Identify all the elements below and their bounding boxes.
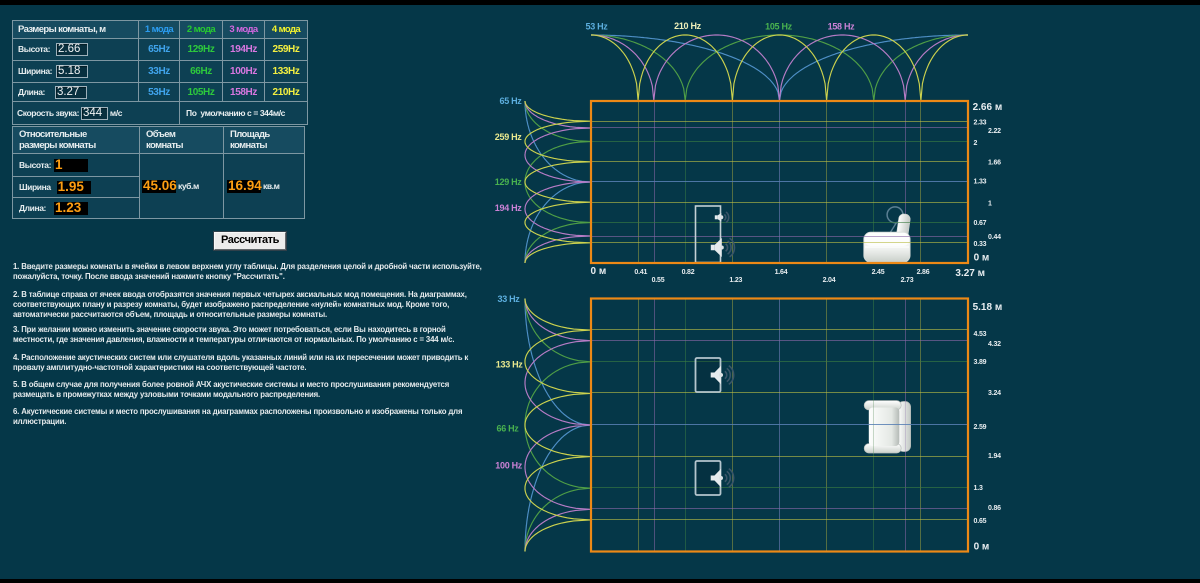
svg-text:2.04: 2.04 <box>823 277 836 284</box>
svg-text:0 м: 0 м <box>974 541 990 552</box>
svg-text:1.33: 1.33 <box>974 179 987 186</box>
svg-text:33 Hz: 33 Hz <box>497 294 520 304</box>
svg-text:158 Hz: 158 Hz <box>828 22 856 32</box>
svg-text:133 Hz: 133 Hz <box>496 360 524 370</box>
svg-text:2.33: 2.33 <box>974 119 987 126</box>
svg-text:1.94: 1.94 <box>988 453 1001 460</box>
svg-text:0.33: 0.33 <box>974 241 987 248</box>
svg-text:2.22: 2.22 <box>988 128 1001 135</box>
svg-text:0.41: 0.41 <box>634 269 647 276</box>
svg-text:65 Hz: 65 Hz <box>499 96 522 106</box>
svg-text:0.86: 0.86 <box>988 505 1001 512</box>
svg-text:2.66 м: 2.66 м <box>973 102 1003 113</box>
svg-text:0 м: 0 м <box>974 252 990 263</box>
svg-text:1: 1 <box>988 201 992 208</box>
svg-text:66 Hz: 66 Hz <box>496 424 519 434</box>
svg-text:3.89: 3.89 <box>974 359 987 366</box>
svg-text:0 м: 0 м <box>591 266 607 277</box>
svg-text:2.45: 2.45 <box>872 269 885 276</box>
svg-text:4.32: 4.32 <box>988 341 1001 348</box>
svg-text:1.23: 1.23 <box>729 277 742 284</box>
svg-text:2.59: 2.59 <box>974 424 987 431</box>
svg-text:129 Hz: 129 Hz <box>495 177 523 187</box>
svg-text:0.55: 0.55 <box>652 277 665 284</box>
svg-text:0.65: 0.65 <box>974 518 987 525</box>
svg-text:210 Hz: 210 Hz <box>674 21 702 31</box>
svg-text:0.44: 0.44 <box>988 234 1001 241</box>
svg-text:3.24: 3.24 <box>988 390 1001 397</box>
svg-text:2.86: 2.86 <box>917 269 930 276</box>
svg-text:0.82: 0.82 <box>682 269 695 276</box>
svg-text:4.53: 4.53 <box>974 331 987 338</box>
svg-text:1.64: 1.64 <box>775 269 788 276</box>
svg-text:2.73: 2.73 <box>901 277 914 284</box>
svg-text:1.66: 1.66 <box>988 160 1001 167</box>
svg-text:5.18 м: 5.18 м <box>973 302 1003 313</box>
svg-text:2: 2 <box>974 140 978 147</box>
svg-text:3.27 м: 3.27 м <box>955 268 985 279</box>
svg-text:105 Hz: 105 Hz <box>765 22 793 32</box>
svg-text:53 Hz: 53 Hz <box>585 22 608 32</box>
svg-text:194 Hz: 194 Hz <box>495 203 523 213</box>
svg-text:0.67: 0.67 <box>974 220 987 227</box>
svg-text:100 Hz: 100 Hz <box>495 461 523 471</box>
svg-text:259 Hz: 259 Hz <box>495 132 523 142</box>
svg-text:1.3: 1.3 <box>974 485 983 492</box>
